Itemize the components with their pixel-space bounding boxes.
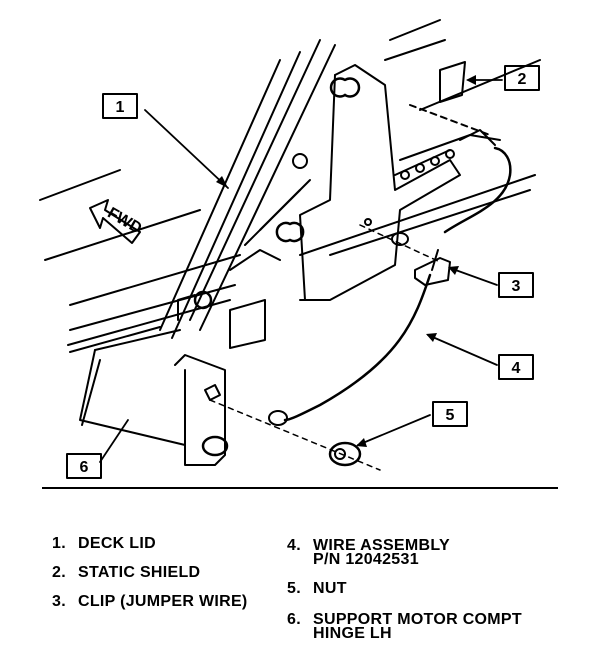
- legend-text: CLIP (JUMPER WIRE): [78, 593, 248, 610]
- legend-text: DECK LID: [78, 535, 156, 552]
- legend-number: 4.: [287, 537, 301, 554]
- legend-text: SUPPORT MOTOR COMPT: [313, 611, 522, 628]
- static-shield: [409, 61, 491, 136]
- legend-item-3: 3. CLIP (JUMPER WIRE): [52, 593, 248, 611]
- legend-text: STATIC SHIELD: [78, 564, 201, 581]
- fastener-axis-lines: [209, 224, 441, 471]
- leader-arrowheads: [216, 75, 476, 447]
- legend-subtext: P/N 12042531: [313, 551, 419, 568]
- callout-4: 4: [512, 360, 521, 377]
- legend-item-6: 6. SUPPORT MOTOR COMPT HINGE LH: [287, 611, 522, 643]
- legend-number: 2.: [52, 564, 66, 581]
- exploded-view-diagram: 1 2 3 4 5 6 FWD: [39, 19, 541, 479]
- forward-label: FWD: [104, 205, 144, 238]
- legend-number: 6.: [287, 611, 301, 628]
- legend-number: 5.: [287, 580, 301, 597]
- hinge-arm: [159, 39, 336, 339]
- legend-item-5: 5. NUT: [287, 580, 347, 598]
- legend-item-1: 1. DECK LID: [52, 535, 156, 553]
- callout-1: 1: [116, 99, 125, 116]
- callout-3: 3: [512, 278, 521, 295]
- legend-text: WIRE ASSEMBLY: [313, 537, 450, 554]
- nut: [328, 441, 362, 467]
- leader-lines: [99, 79, 503, 463]
- legend-item-4: 4. WIRE ASSEMBLY P/N 12042531: [287, 537, 450, 569]
- support-hinge-bracket: [79, 299, 266, 466]
- wire-assembly: [268, 146, 512, 426]
- hinge-rail: [384, 19, 541, 180]
- legend-text: NUT: [313, 580, 347, 597]
- legend-item-2: 2. STATIC SHIELD: [52, 564, 200, 582]
- deck-lid-panel: [39, 169, 536, 353]
- hinge-bracket: [229, 64, 461, 301]
- legend-number: 3.: [52, 593, 66, 610]
- legend-subtext: HINGE LH: [313, 625, 392, 642]
- callout-boxes: [66, 65, 540, 479]
- callout-6: 6: [80, 459, 89, 476]
- callout-5: 5: [446, 407, 455, 424]
- callout-2: 2: [518, 71, 527, 88]
- divider-rule: [42, 487, 558, 489]
- legend-number: 1.: [52, 535, 66, 552]
- jumper-wire-clip: [364, 218, 451, 286]
- forward-arrow: [89, 199, 141, 244]
